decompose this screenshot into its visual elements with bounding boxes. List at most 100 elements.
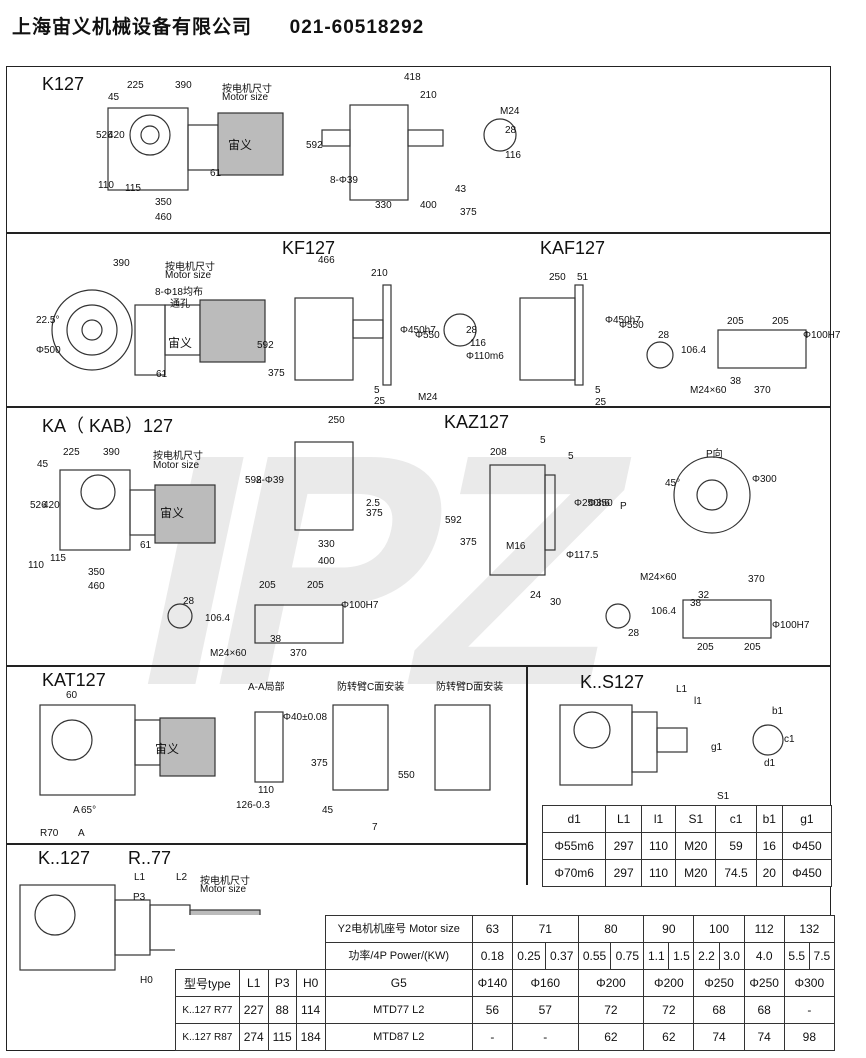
dimension-label: 350 bbox=[88, 567, 105, 578]
dimension-label: 460 bbox=[88, 581, 105, 592]
dimension-label: 225 bbox=[63, 447, 80, 458]
dimension-label: P bbox=[620, 501, 627, 512]
gearbox-front bbox=[349, 104, 409, 201]
dimension-label: 61 bbox=[140, 540, 152, 551]
table-cell: 297 bbox=[605, 832, 642, 860]
dimension-label: Φ110m6 bbox=[466, 351, 504, 362]
dimension-label: P3 bbox=[133, 892, 146, 903]
dimension-label: 65° bbox=[81, 805, 97, 816]
table-cell: K..127 R87 bbox=[175, 1023, 240, 1051]
dimension-label: 61 bbox=[156, 369, 168, 380]
dimension-label: A bbox=[78, 828, 85, 839]
table-cell: 59 bbox=[715, 832, 757, 860]
dimension-label: 210 bbox=[371, 268, 388, 279]
dimension-label: 330 bbox=[375, 200, 392, 211]
table-header-cell: c1 bbox=[715, 805, 757, 833]
dimension-label: 25 bbox=[374, 396, 386, 407]
table-cell: 7.5 bbox=[808, 942, 836, 970]
dimension-label: Φ550 bbox=[415, 330, 440, 341]
dimension-label: 526 bbox=[30, 500, 47, 511]
table-cell: K..127 R77 bbox=[175, 996, 240, 1024]
dimension-label: 45 bbox=[37, 459, 49, 470]
dimension-label: 592 bbox=[257, 340, 274, 351]
dimension-label: 466 bbox=[318, 255, 335, 266]
table-cell: MTD87 L2 bbox=[324, 1023, 473, 1051]
dimension-label: g1 bbox=[711, 742, 723, 753]
table-cell: 63 bbox=[471, 915, 513, 943]
section-title-ks127: K..S127 bbox=[580, 672, 645, 692]
dimension-label: M24 bbox=[418, 392, 438, 403]
phone-number: 021-60518292 bbox=[289, 17, 425, 38]
page-header: 上海宙义机械设备有限公司 021-60518292 bbox=[12, 12, 424, 39]
table-header-cell: L1 bbox=[605, 805, 642, 833]
dimension-label: 350 bbox=[155, 197, 172, 208]
section-title-kaz127: KAZ127 bbox=[444, 412, 510, 432]
dimension-label: 460 bbox=[155, 212, 172, 223]
dimension-label: Φ117.5 bbox=[566, 550, 599, 561]
dimension-label: Φ350 bbox=[588, 498, 613, 509]
dimension-label: 22.5° bbox=[36, 315, 60, 326]
dimension-label: M16 bbox=[506, 541, 526, 552]
dimension-label: 5 bbox=[374, 385, 380, 396]
dimension-label: Φ100H7 bbox=[772, 620, 810, 631]
table-cell: 114 bbox=[295, 996, 326, 1024]
dimension-label: 按电机尺寸 bbox=[153, 451, 203, 462]
table-cell: Φ70m6 bbox=[541, 859, 607, 887]
dimension-label: 116 bbox=[505, 150, 521, 161]
output-flange bbox=[129, 114, 171, 156]
table-cell: M20 bbox=[675, 859, 717, 887]
table-cell: 74 bbox=[693, 1023, 745, 1051]
dimension-label: M24 bbox=[500, 106, 520, 117]
table-cell: 90 bbox=[643, 915, 695, 943]
dimension-label: l1 bbox=[694, 696, 702, 707]
section-title-k127: K127 bbox=[42, 74, 85, 94]
table-cell: 功率/4P Power/(KW) bbox=[324, 942, 473, 970]
dimension-label: 25 bbox=[595, 397, 607, 408]
dimension-label: 51 bbox=[577, 272, 589, 283]
dimension-label: 5 bbox=[568, 451, 574, 462]
dimension-label: 205 bbox=[772, 316, 789, 327]
dimension-label: M24×60 bbox=[640, 572, 677, 583]
dimension-label: 592 bbox=[245, 475, 262, 486]
dimension-label: 28 bbox=[505, 125, 517, 136]
dimension-label: 38 bbox=[730, 376, 742, 387]
table-cell: 62 bbox=[577, 1023, 645, 1051]
dimension-label: 375 bbox=[311, 758, 328, 769]
dimension-label: d1 bbox=[764, 758, 776, 769]
dimension-label: 205 bbox=[259, 580, 276, 591]
dimension-label: 106.4 bbox=[651, 606, 677, 617]
table-cell: 72 bbox=[577, 996, 645, 1024]
dimension-label: Φ40±0.08 bbox=[283, 712, 328, 723]
dimension-label: 8-Φ39 bbox=[330, 175, 358, 186]
dimension-label: 550 bbox=[398, 770, 415, 781]
table-cell: 3.0 bbox=[718, 942, 745, 970]
table-cell: 74.5 bbox=[715, 859, 757, 887]
dimension-label: 按电机尺寸 bbox=[165, 262, 215, 273]
table-cell: Φ300 bbox=[783, 969, 836, 997]
table-cell: MTD77 L2 bbox=[324, 996, 473, 1024]
dimension-label: Motor size bbox=[200, 884, 247, 895]
dimension-label: 106.4 bbox=[681, 345, 707, 356]
section-title-kat127: KAT127 bbox=[42, 670, 106, 690]
dimension-label: 420 bbox=[43, 500, 60, 511]
dimension-label: 390 bbox=[175, 80, 192, 91]
dimension-label: 370 bbox=[290, 648, 307, 659]
dimension-label: 防转臂C面安装 bbox=[337, 682, 405, 693]
dimension-label: 115 bbox=[50, 553, 66, 564]
section-divider bbox=[6, 406, 831, 408]
table-cell: 0.25 bbox=[511, 942, 546, 970]
dimension-label: 防转臂D面安装 bbox=[436, 682, 504, 693]
table-cell: 88 bbox=[267, 996, 297, 1024]
table-cell: M20 bbox=[675, 832, 717, 860]
dimension-label: 420 bbox=[108, 130, 125, 141]
shaft-section bbox=[483, 118, 517, 152]
table-cell: 0.18 bbox=[471, 942, 513, 970]
table-cell: 297 bbox=[605, 859, 642, 887]
dimension-label: 126-0.3 bbox=[236, 800, 270, 811]
section-title-k-r-k: K..127 bbox=[38, 848, 91, 868]
table-cell: Φ140 bbox=[471, 969, 513, 997]
table-cell: 1.1 bbox=[643, 942, 670, 970]
table-cell: 4.0 bbox=[743, 942, 785, 970]
